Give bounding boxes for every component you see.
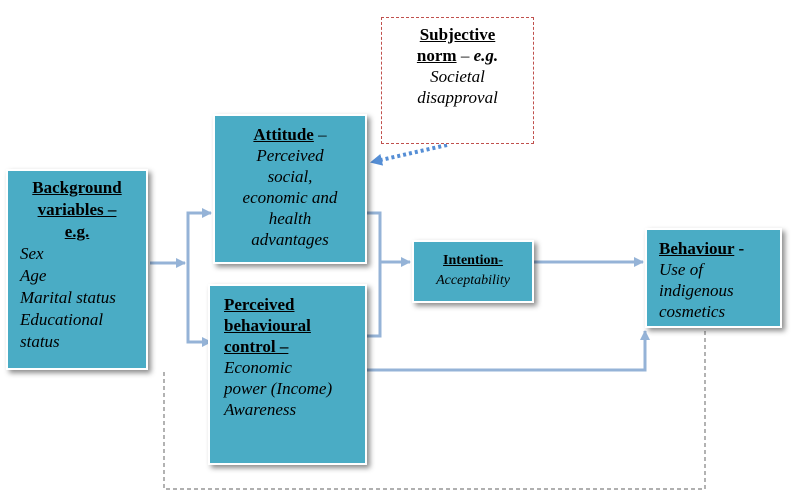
pbc-title-3: control – [224, 337, 289, 356]
background-item-status: status [20, 332, 60, 351]
attitude-line-5: advantages [251, 230, 329, 249]
behaviour-line-1: Use of [659, 260, 703, 279]
arrow-pbc-to-join [367, 262, 382, 338]
subjective-norm-title-2: norm [416, 46, 457, 65]
arrow-attitude-to-join [367, 211, 382, 262]
intention-sub: Acceptability [436, 273, 510, 288]
perceived-behavioural-control-box: Perceived behavioural control – Economic… [208, 284, 367, 465]
pbc-line-3: Awareness [224, 400, 297, 419]
background-item-marital: Marital status [20, 288, 116, 307]
background-item-sex: Sex [20, 244, 44, 263]
behaviour-dash: - [734, 239, 745, 258]
arrow-subjective-to-attitude [370, 143, 448, 166]
background-title-1: Background [32, 178, 122, 197]
dashed-line-background-behaviour [163, 331, 706, 490]
subjective-norm-box: Subjective norm – e.g. Societal disappro… [381, 17, 534, 144]
subjective-norm-dash: – [456, 46, 474, 65]
behaviour-line-2: indigenous [659, 281, 734, 300]
arrow-split-to-attitude [186, 208, 212, 263]
pbc-title-2: behavioural [224, 316, 311, 335]
attitude-dash: – [313, 125, 327, 144]
attitude-line-1: Perceived [256, 146, 324, 165]
intention-title: Intention- [443, 253, 503, 268]
background-title-2: variables – [37, 200, 117, 219]
pbc-line-2: power (Income) [224, 379, 333, 398]
behaviour-box: Behaviour - Use of indigenous cosmetics [645, 228, 782, 328]
behaviour-line-3: cosmetics [659, 302, 726, 321]
arrow-split-to-pbc [186, 263, 212, 347]
behaviour-title: Behaviour [659, 239, 735, 258]
intention-box: Intention- Acceptability [412, 240, 534, 303]
pbc-title-1: Perceived [224, 295, 295, 314]
subjective-norm-title-1: Subjective [419, 25, 496, 44]
background-item-educational: Educational [20, 310, 104, 329]
background-title-3: e.g. [64, 222, 90, 241]
arrow-pbc-to-behaviour [367, 330, 650, 372]
background-item-age: Age [20, 266, 47, 285]
subjective-norm-line-2: disapproval [417, 88, 498, 107]
subjective-norm-eg: e.g. [473, 46, 499, 65]
attitude-line-3: economic and [242, 188, 338, 207]
background-variables-box: Background variables – e.g. Sex Age Mari… [6, 169, 148, 370]
attitude-title: Attitude [253, 125, 314, 144]
subjective-norm-line-1: Societal [430, 67, 485, 86]
attitude-line-2: social, [267, 167, 313, 186]
attitude-box: Attitude – Perceived social, economic an… [213, 114, 367, 264]
attitude-line-4: health [268, 209, 312, 228]
pbc-line-1: Economic [224, 358, 292, 377]
